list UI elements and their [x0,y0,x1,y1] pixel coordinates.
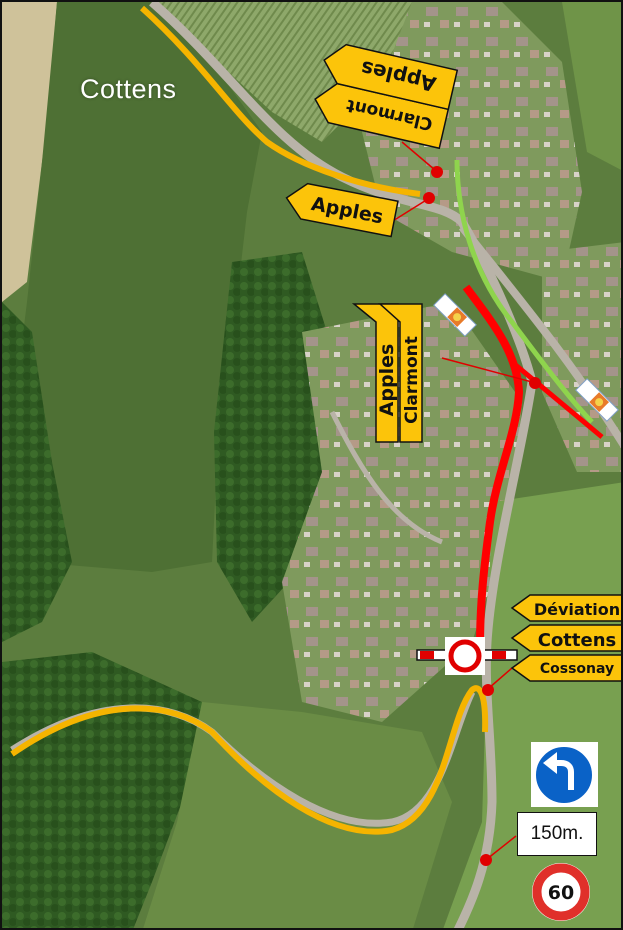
detour-route-south [10,685,489,835]
detour-sign-label: Cossonay [540,661,614,677]
village-central [282,302,522,722]
speed-limit-value: 60 [548,882,574,904]
closed-road-main [462,284,524,648]
town-label: Cottens [80,74,177,104]
field-large [12,2,262,572]
field-northeast [562,2,621,170]
field-pale [2,2,57,302]
direction-sign-clarmont-apples: Clarmont Apples [314,43,459,150]
leader-line [486,835,517,860]
direction-arrow-sign [285,182,399,238]
forest-south [2,652,222,928]
detour-sign-label: Cottens [538,630,617,651]
leader-line [401,141,436,171]
roadworks-marker-icon [575,378,619,422]
distance-panel: 150m. [517,812,597,856]
direction-sign-label: Clarmont [402,336,422,424]
direction-arrow-sign [378,303,423,443]
mandatory-direction-sign [531,742,598,807]
road-local [329,410,443,545]
field-southwest [143,702,452,928]
detour-sign [510,624,621,652]
location-dot [431,166,443,178]
leader-line [441,357,533,383]
direction-arrow-sign [323,43,459,111]
location-dot [423,192,435,204]
leader-line [488,667,513,689]
keep-left-arrow-icon [534,745,594,805]
direction-sign-apples: Apples [285,182,399,238]
detour-sign [510,654,621,682]
location-dot [482,684,494,696]
detour-sign-stack: Déviation Cottens Cossonay [510,594,621,682]
direction-sign-vertical: Apples Clarmont [351,303,423,443]
direction-arrow-sign [314,82,450,150]
detour-sign-label: Déviation [534,600,620,619]
speed-limit-sign-icon: 60 [530,861,592,923]
detour-sign [510,594,621,622]
location-dot [480,854,492,866]
detour-route-north [139,5,421,197]
direction-sign-label: Apples [376,344,398,417]
forest-west [2,302,72,642]
alternative-route [454,159,594,424]
location-dot [529,377,541,389]
no-entry-sign-icon [448,639,482,673]
road-closure-barrier-icon [416,637,518,675]
roadworks-marker-icon [433,293,477,337]
closed-road-east [510,360,604,439]
